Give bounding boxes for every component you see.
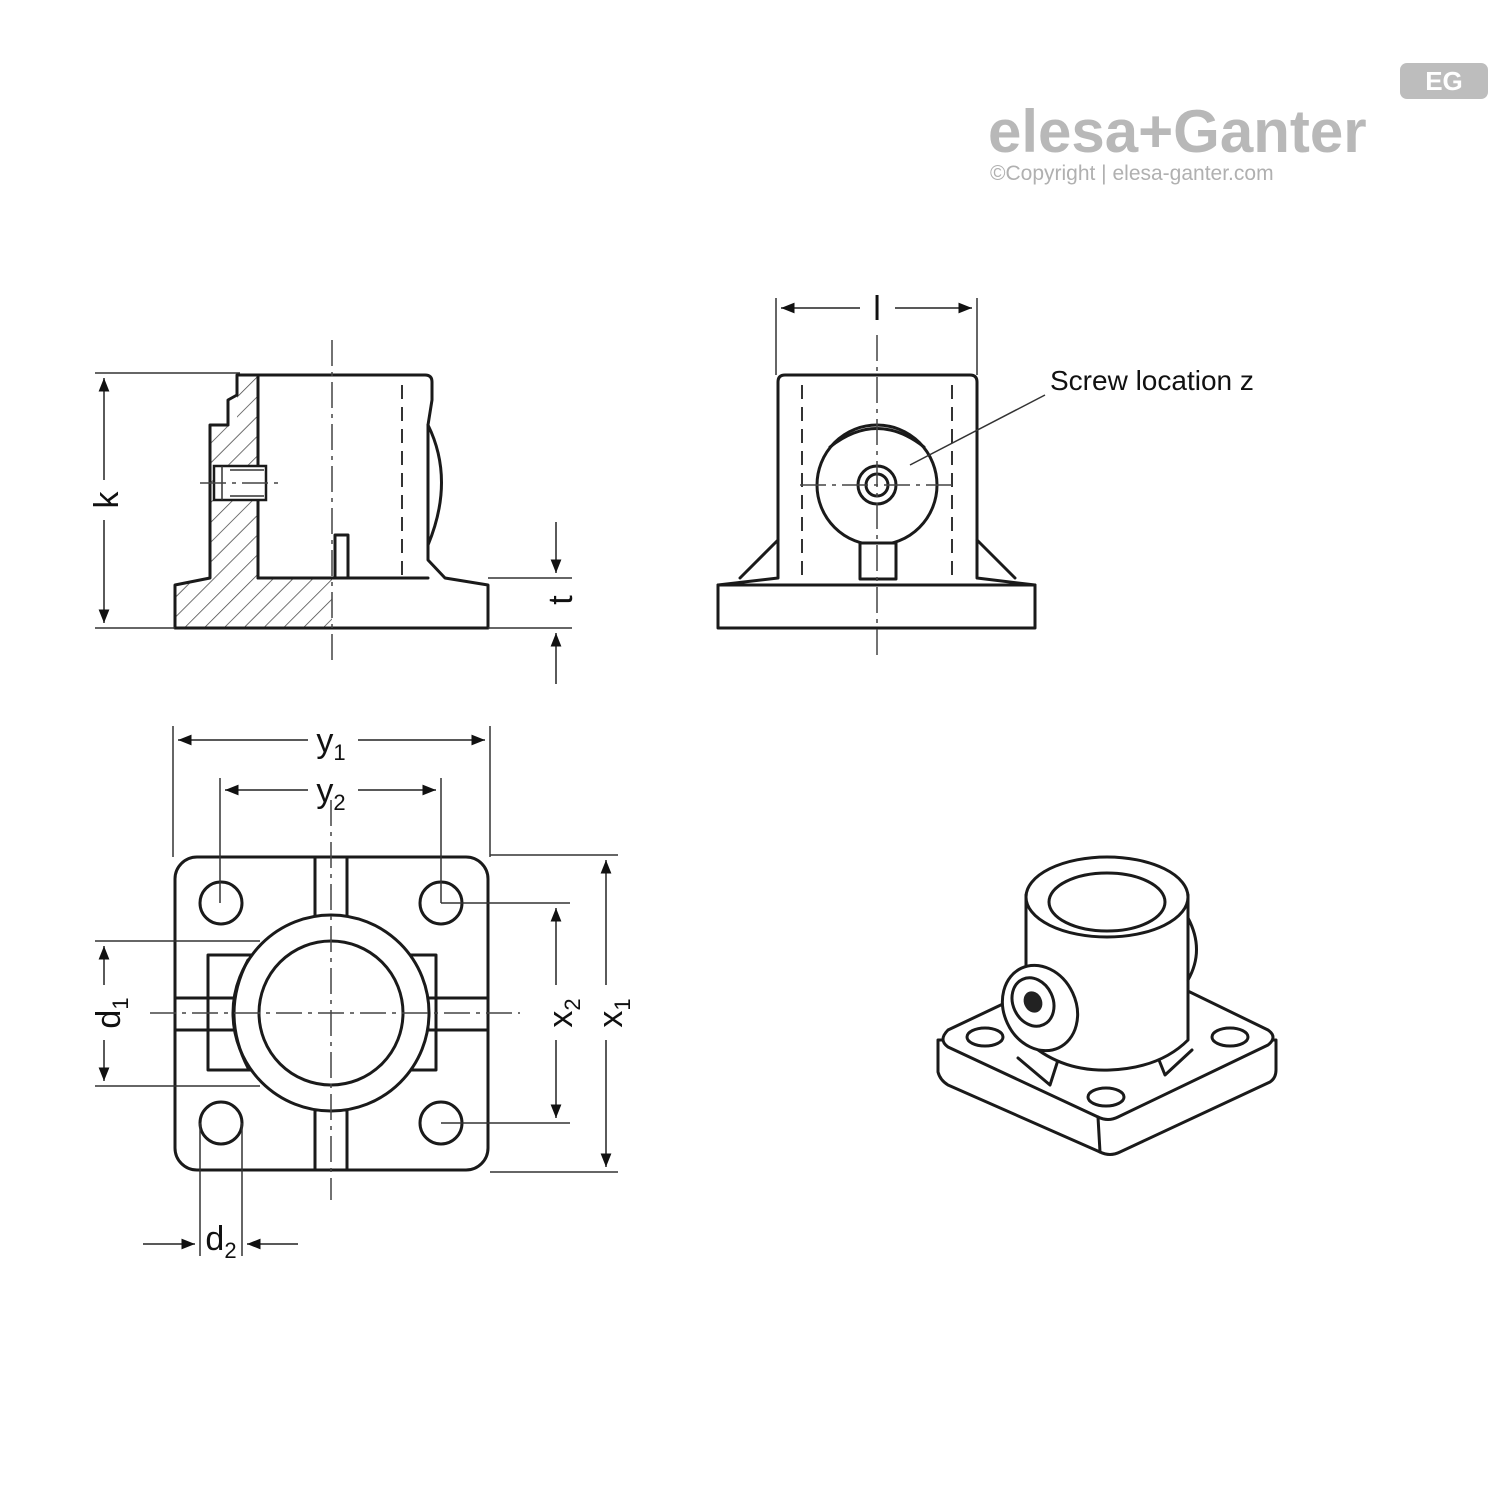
gusset-left: [738, 538, 780, 580]
boss-bulge: [426, 423, 443, 547]
dim-d1-label: d1: [90, 997, 133, 1028]
top-view: y1 y2 x2 x1 d1 d2: [90, 722, 635, 1263]
iso-rib: [1016, 1056, 1060, 1087]
iso-hole: [1086, 1086, 1126, 1108]
front-outline: [716, 373, 1037, 630]
side-section-view: k t: [88, 340, 580, 684]
screw-leader: [909, 394, 1046, 466]
copyright-text: ©Copyright | elesa-ganter.com: [990, 162, 1274, 185]
section-hatch: [175, 375, 332, 628]
dim-y2-label: y2: [316, 772, 345, 815]
mounting-hole: [198, 1100, 244, 1146]
iso-hole: [1210, 1026, 1250, 1048]
front-view: Screw location z l: [716, 290, 1254, 660]
iso-hole: [965, 1026, 1005, 1048]
side-outline: [173, 373, 490, 630]
logo-text: elesa+Ganter: [988, 98, 1367, 165]
boss-rib: [858, 541, 898, 581]
iso-cylinder-top: [1024, 855, 1190, 939]
screw-location-note: Screw location z: [1050, 365, 1254, 396]
iso-screw-hex-icon: [1023, 991, 1043, 1013]
dim-t-label: t: [542, 595, 580, 605]
iso-cylinder-bore: [1047, 871, 1167, 933]
set-screw: [200, 464, 280, 502]
dim-x1-label: x1: [592, 998, 635, 1027]
iso-boss-right: [1186, 916, 1198, 982]
isometric-view: [936, 855, 1278, 1156]
dim-l-label: l: [873, 290, 881, 328]
slot: [333, 533, 350, 580]
brand-logo: EG elesa+Ganter ©Copyright | elesa-gante…: [988, 63, 1488, 185]
gusset-right: [975, 538, 1017, 580]
eg-badge-icon: EG: [1400, 63, 1488, 99]
iso-base-edge: [1096, 1115, 1102, 1154]
badge-text: EG: [1425, 66, 1463, 96]
dim-x2-label: x2: [542, 998, 585, 1027]
dim-k-label: k: [88, 491, 126, 509]
dim-d2-label: d2: [205, 1220, 236, 1263]
dim-y1-label: y1: [316, 722, 345, 765]
mounting-hole: [198, 880, 244, 926]
rib-left: [173, 996, 237, 1032]
